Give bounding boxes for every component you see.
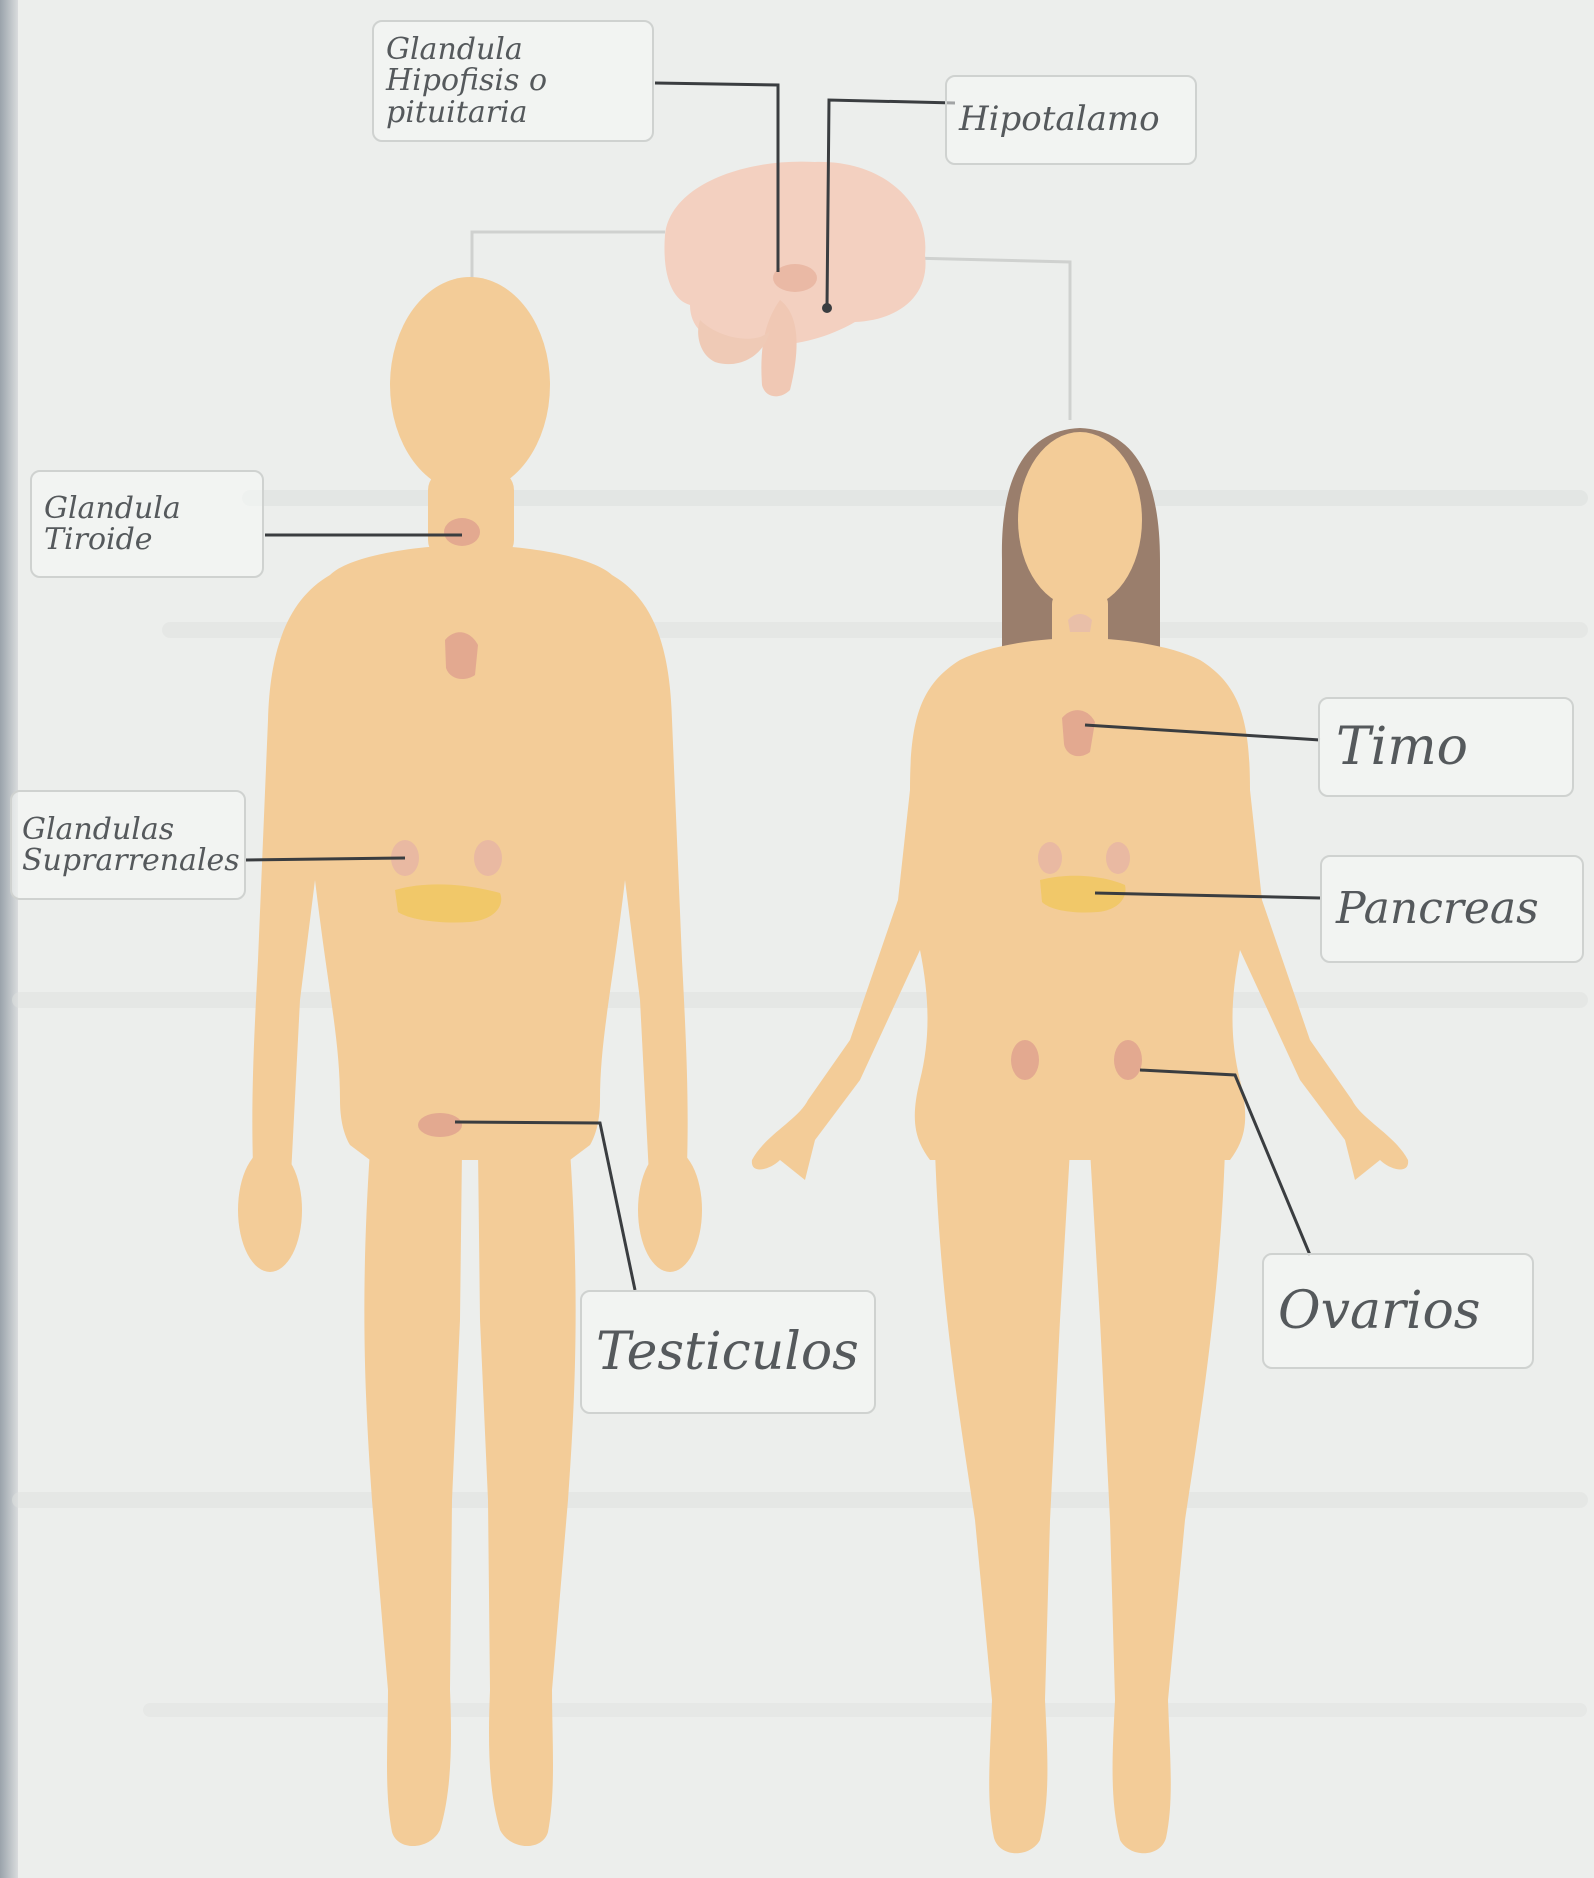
female-head: [1018, 432, 1142, 608]
female-right-ovary: [1114, 1040, 1142, 1080]
label-box-pancreas[interactable]: Pancreas: [1320, 855, 1584, 963]
male-head: [390, 277, 550, 493]
male-left-hand: [238, 1148, 302, 1272]
male-left-leg: [364, 1150, 462, 1846]
label-timo-text: Timo: [1336, 720, 1468, 775]
male-testes: [418, 1113, 462, 1137]
male-thyroid-gland: [444, 518, 480, 546]
label-box-suprarrenales[interactable]: Glandulas Suprarrenales: [10, 790, 246, 900]
label-box-tiroide[interactable]: Glandula Tiroide: [30, 470, 264, 578]
male-pancreas: [395, 884, 501, 922]
leader-suprarrenales: [245, 858, 405, 860]
label-hipotalamo-text: Hipotalamo: [959, 102, 1160, 138]
label-box-ovarios[interactable]: Ovarios: [1262, 1253, 1534, 1369]
female-thymus-gland: [1062, 710, 1095, 756]
female-left-ovary: [1011, 1040, 1039, 1080]
male-thymus-gland: [445, 632, 478, 679]
label-pancreas-text: Pancreas: [1336, 886, 1539, 932]
female-right-adrenal: [1106, 842, 1130, 874]
hypothalamus-spot: [773, 264, 817, 292]
label-tiroide-text: Glandula Tiroide: [44, 493, 250, 556]
label-suprarrenales-text: Glandulas Suprarrenales: [22, 814, 240, 877]
label-box-testiculos[interactable]: Testiculos: [580, 1290, 876, 1414]
label-ovarios-text: Ovarios: [1278, 1284, 1481, 1339]
label-box-hipotalamo[interactable]: Hipotalamo: [945, 75, 1197, 165]
label-testiculos-text: Testiculos: [596, 1325, 859, 1380]
female-left-adrenal: [1038, 842, 1062, 874]
brain-illustration: [664, 162, 925, 397]
male-right-adrenal: [474, 840, 502, 876]
male-right-leg: [478, 1150, 576, 1846]
brain-cerebrum: [664, 162, 925, 345]
label-box-timo[interactable]: Timo: [1318, 697, 1574, 797]
male-right-hand: [638, 1148, 702, 1272]
male-figure: [238, 277, 702, 1846]
label-box-hipofisis[interactable]: Glandula Hipofisis o pituitaria: [372, 20, 654, 142]
label-hipofisis-text: Glandula Hipofisis o pituitaria: [386, 34, 640, 129]
female-figure: [752, 428, 1408, 1853]
